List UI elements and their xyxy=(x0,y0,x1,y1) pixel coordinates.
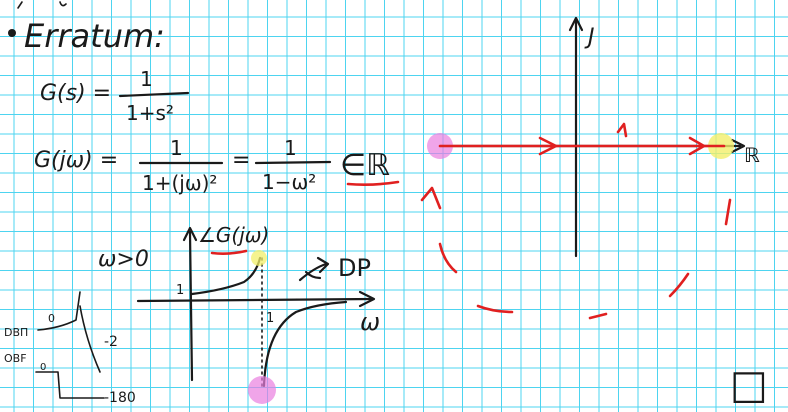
bullet-point xyxy=(8,29,16,37)
dp-arrow xyxy=(298,256,330,282)
phase-title-red-underline xyxy=(210,249,248,255)
phase-highlight-pink xyxy=(248,376,276,404)
end-of-proof-marker: □ xyxy=(730,362,768,408)
phase-y-tick-label: 1 xyxy=(176,283,184,298)
dp-label: DP xyxy=(338,254,371,282)
obf-value: 0 xyxy=(40,362,46,373)
nyquist-red-arrow-left xyxy=(538,136,558,156)
phase-condition: ω>0 xyxy=(98,247,149,272)
nyquist-imag-label: J xyxy=(584,25,595,50)
equation-g-of-jw: G(jω) = 1 1+(jω)² = 1 1−ω² ∈ℝ xyxy=(34,136,400,195)
phase-plot: ∠G(jω) ω>0 1 1 ω DP xyxy=(98,223,380,404)
phase-y-arrowhead xyxy=(182,226,198,242)
red-underline-real xyxy=(346,180,400,186)
eq2-denominator-1: 1+(jω)² xyxy=(142,171,217,195)
equation-g-of-s: G(s) = 1 1+s² xyxy=(40,67,190,125)
nyquist-red-tick xyxy=(616,122,628,138)
dbm-curve xyxy=(37,291,101,373)
eq1-numerator: 1 xyxy=(140,67,153,91)
obf-label: OBF xyxy=(4,352,27,365)
dbm-slope: -2 xyxy=(104,334,118,350)
phase-x-arrowhead xyxy=(358,290,376,308)
phase-y-axis xyxy=(188,230,194,382)
phase-x-tick-label: 1 xyxy=(266,311,274,326)
eq2-numerator-2: 1 xyxy=(284,136,297,160)
eq2-lhs: G(jω) = xyxy=(34,148,118,173)
eq2-element-of-real: ∈ℝ xyxy=(340,148,390,183)
phase-highlight-yellow xyxy=(251,250,267,266)
phase-branch-lower xyxy=(262,300,348,388)
nyquist-real-label: ℝ xyxy=(744,143,760,167)
obf-end-value: -180 xyxy=(104,390,136,406)
top-scribble xyxy=(17,1,67,9)
phase-x-axis xyxy=(136,297,374,303)
obf-curve xyxy=(35,371,105,399)
erratum-heading: Erratum: xyxy=(24,17,165,55)
phase-branch-upper xyxy=(190,256,262,296)
eq2-numerator-1: 1 xyxy=(170,136,183,160)
dbm-value: 0 xyxy=(48,312,55,325)
eq2-denominator-2: 1−ω² xyxy=(262,170,316,194)
nyquist-real-arrowhead xyxy=(730,138,746,154)
eq2-equals: = xyxy=(232,148,250,173)
nyquist-imag-arrowhead xyxy=(568,16,584,32)
nyquist-plot: J ℝ xyxy=(420,16,760,320)
eq1-lhs: G(s) = xyxy=(40,81,111,106)
dbm-label: DBΠ xyxy=(4,326,28,339)
eq2-fraction-bar-2 xyxy=(254,160,332,165)
bode-legend: DBΠ 0 -2 OBF 0 -180 xyxy=(4,291,136,406)
phase-title: ∠G(jω) xyxy=(198,223,269,247)
eq1-fraction-bar xyxy=(118,91,190,98)
phase-x-axis-label: ω xyxy=(360,308,380,336)
eq1-denominator: 1+s² xyxy=(126,101,174,125)
nyquist-red-arrow-right xyxy=(688,136,706,156)
nyquist-semicircle-dashes xyxy=(420,186,732,320)
